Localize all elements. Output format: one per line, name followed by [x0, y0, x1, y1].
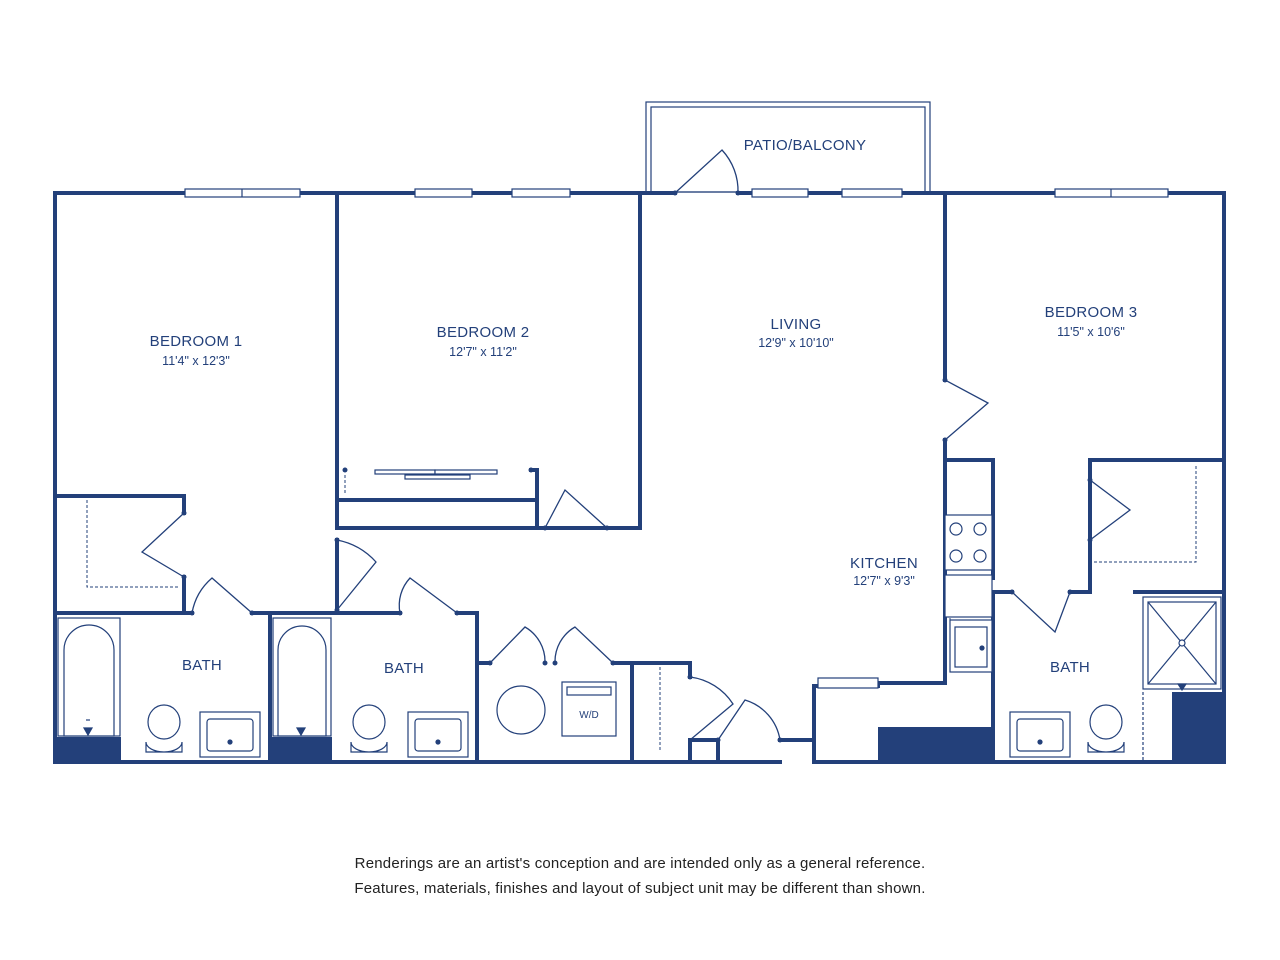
label-bath1: BATH — [182, 657, 222, 674]
wall-blocks — [55, 692, 1224, 762]
disclaimer-line-1: Renderings are an artist's conception an… — [354, 855, 926, 872]
label-living: LIVING — [771, 316, 822, 333]
label-bedroom2: BEDROOM 2 — [437, 324, 530, 341]
label-bath2: BATH — [384, 660, 424, 677]
label-bedroom3: BEDROOM 3 — [1045, 304, 1138, 321]
closet-bifold-bedroom2 — [374, 469, 498, 480]
dim-living: 12'9" x 10'10" — [758, 336, 834, 350]
doors — [140, 149, 1132, 741]
kitchen-fixtures — [817, 514, 993, 689]
label-patio-balcony: PATIO/BALCONY — [744, 137, 867, 154]
dim-kitchen: 12'7" x 9'3" — [853, 574, 915, 588]
label-kitchen: KITCHEN — [850, 555, 918, 572]
bath2-fixtures — [272, 617, 469, 758]
disclaimer-line-2: Features, materials, finishes and layout… — [354, 880, 926, 897]
bath3-fixtures — [1009, 596, 1222, 760]
laundry-fixtures — [496, 681, 617, 737]
windows — [184, 188, 1169, 198]
bath1-fixtures — [57, 617, 261, 758]
door-hinges — [181, 190, 1093, 743]
label-bath3: BATH — [1050, 659, 1090, 676]
walls — [53, 191, 1226, 764]
dim-bedroom2: 12'7" x 11'2" — [449, 345, 517, 359]
label-washer-dryer: W/D — [579, 710, 598, 721]
label-bedroom1: BEDROOM 1 — [150, 333, 243, 350]
dim-bedroom3: 11'5" x 10'6" — [1057, 325, 1125, 339]
dim-bedroom1: 11'4" x 12'3" — [162, 354, 230, 368]
